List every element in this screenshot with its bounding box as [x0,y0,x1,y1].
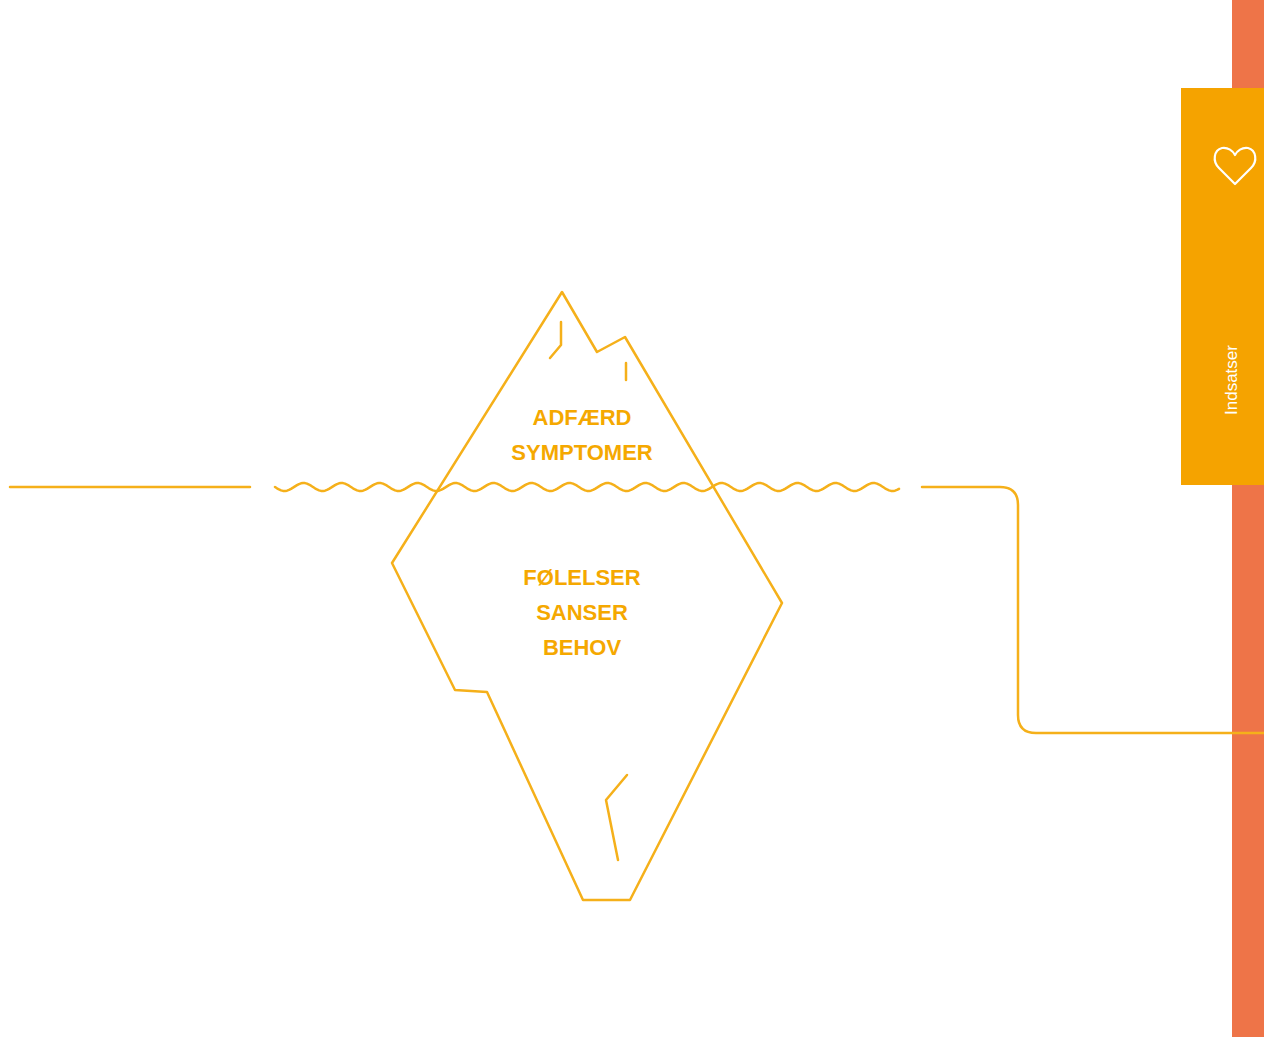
iceberg-text: ADFÆRD SYMPTOMER [511,400,652,470]
iceberg-path [392,292,782,900]
tab-box: Indsatser [1181,88,1264,485]
leader-line [922,487,1264,733]
ice-crack [550,322,561,358]
water-line [10,486,250,489]
heart-icon [1215,148,1256,184]
iceberg-node: ADFÆRD SYMPTOMER FØLELSER SANSER BEHOV [390,290,784,904]
iceberg-outline [390,290,784,904]
ice-crack [606,775,627,860]
ice-crack [625,363,628,380]
tab-label: Indsatser [1222,345,1242,415]
iceberg-text: FØLELSER SANSER BEHOV [523,560,640,665]
wave-line [275,483,899,491]
water-line-group [10,322,1264,860]
